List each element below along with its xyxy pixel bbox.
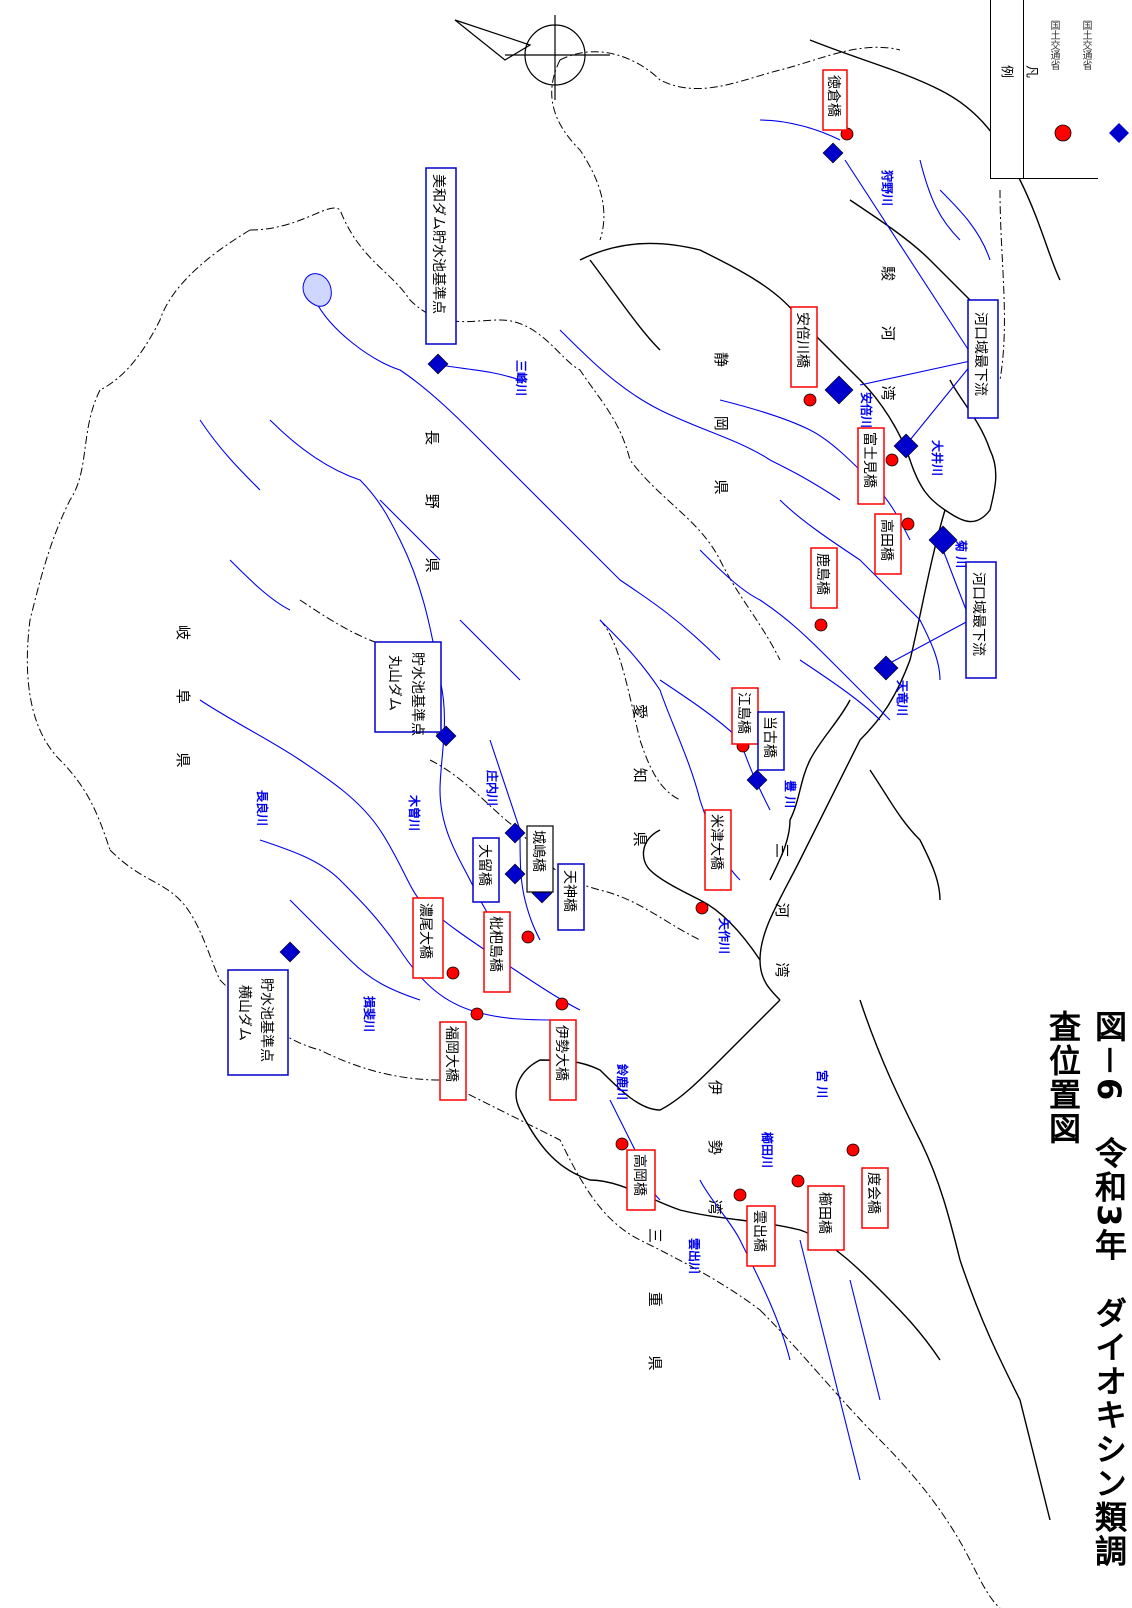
svg-text:雲出橋: 雲出橋 [751,1210,767,1252]
legend: 凡 例 国土交通省 [990,0,1129,179]
river-kano: 狩野川 [880,170,895,206]
river-suzuka: 鈴鹿川 [615,1064,630,1100]
station-kushida: 櫛田橋 [807,1185,845,1251]
blue-diamond-markers [279,142,958,963]
legend-diamond-icon [1109,123,1129,143]
svg-text:安倍川橋: 安倍川橋 [794,312,810,368]
station-odome: 大留橋 [472,837,500,903]
river-abe: 安倍川 [859,392,874,428]
svg-text:鹿島橋: 鹿島橋 [814,553,831,595]
station-takada: 高田橋 [874,513,902,575]
station-yokoyama-dam: 横山ダム 貯水池基準点 [227,969,289,1076]
coastline [515,39,1061,1521]
river-shonai: 庄内川 [485,770,500,806]
bay-ise: 伊 勢 湾 [706,1080,724,1235]
pref-shizuoka: 静 岡 県 [712,352,730,517]
svg-text:美和ダム貯水池基準点: 美和ダム貯水池基準点 [430,174,447,314]
station-nobi: 濃尾大橋 [412,897,444,979]
legend-title-cell: 凡 例 [991,0,1039,178]
river-yahagi: 矢作川 [717,918,732,954]
svg-text:城嶋橋: 城嶋橋 [530,830,546,872]
figure-title: 図－6 令和3年 ダイオキシン類調査位置図 [1044,1010,1128,1569]
legend-item-1-visible: 国土交通省 [1048,20,1059,70]
station-toko: 当古橋 [757,711,785,771]
river-mine: 三峰川 [514,360,529,396]
station-miwa-dam: 美和ダム貯水池基準点 [425,167,457,345]
svg-text:天神橋: 天神橋 [561,870,577,912]
svg-text:米津大橋: 米津大橋 [708,814,724,870]
river-unsyutsu: 雲出川 [687,1238,702,1274]
pref-nagano: 長 野 県 [423,430,441,595]
miwa-reservoir [302,273,332,307]
station-takaoka: 高岡橋 [626,1149,656,1211]
legend-symbols [1054,123,1129,143]
legend-item-2: 国土交通省 [1080,20,1091,70]
station-watarai: 度会橋 [861,1167,889,1229]
river-kiso: 木曽川 [407,794,422,831]
river-tenryu: 天竜川 [895,680,910,716]
pointer-arrows [844,159,976,664]
station-kakou-upper: 河口域最下流 [967,299,999,419]
pref-gifu: 岐 阜 県 [174,625,192,790]
red-circle-markers [446,127,915,1202]
svg-text:貯水池基準点: 貯水池基準点 [409,652,426,736]
river-toyo: 豊 川 [783,780,798,808]
station-kumozu: 雲出橋 [746,1205,776,1267]
north-arrow-icon [454,15,610,100]
pref-mie: 三 重 県 [646,1228,664,1393]
station-fujimi: 富士見橋 [857,427,885,505]
rivers [199,119,991,1481]
station-ejima: 江島橋 [731,687,759,745]
station-biwajima: 枇杷島橋 [483,911,511,993]
legend-circle-icon [1054,124,1072,142]
bay-suruga: 駿 河 湾 [879,266,897,421]
pref-aichi: 愛 知 県 [631,704,649,869]
svg-text:河口域最下流: 河口域最下流 [972,312,988,396]
svg-text:河口域最下流: 河口域最下流 [970,572,986,656]
map-canvas: 徳倉橋 美和ダム貯水池基準点 安倍川橋 富士見橋 高田橋 鹿島橋 [26,15,1061,1608]
svg-text:大留橋: 大留橋 [476,844,492,886]
bay-mikawa: 三 河 湾 [773,843,791,998]
svg-text:貯水池基準点: 貯水池基準点 [258,978,275,1062]
station-kakou-lower: 河口域最下流 [965,561,997,679]
station-fukuoka: 福岡大橋 [439,1021,467,1101]
river-oi: 大井川 [930,440,945,476]
svg-text:櫛田橋: 櫛田橋 [816,1192,833,1234]
svg-text:福岡大橋: 福岡大橋 [443,1026,459,1082]
svg-text:枇杷島橋: 枇杷島橋 [487,916,503,972]
station-tenjin: 天神橋 [557,863,585,931]
station-kashima: 鹿島橋 [810,547,838,609]
svg-text:丸山ダム: 丸山ダム [386,655,402,711]
station-ise: 伊勢大橋 [549,1019,577,1101]
river-nagara: 長良川 [255,790,270,826]
river-kiku: 菊 川 [954,539,969,568]
station-maruyama-dam: 丸山ダム 貯水池基準点 [374,641,442,736]
svg-text:度会橋: 度会橋 [865,1172,881,1214]
station-yonezu: 米津大橋 [704,809,732,891]
svg-text:横山ダム: 横山ダム [236,985,252,1041]
river-kushida-r: 櫛田川 [760,1132,775,1168]
station-tokura: 徳倉橋 [822,69,848,131]
svg-text:江島橋: 江島橋 [735,692,751,734]
svg-text:高田橋: 高田橋 [878,519,895,561]
svg-text:伊勢大橋: 伊勢大橋 [553,1025,569,1081]
station-abekawa: 安倍川橋 [790,306,818,388]
svg-text:徳倉橋: 徳倉橋 [825,75,841,117]
svg-text:高岡橋: 高岡橋 [631,1154,648,1196]
svg-text:濃尾大橋: 濃尾大橋 [417,903,433,959]
river-miya: 宮 川 [815,1070,830,1098]
svg-text:当古橋: 当古橋 [761,716,777,758]
river-ibi: 揖斐川 [362,996,377,1032]
station-shiroyashiki: 城嶋橋 [526,825,554,893]
svg-text:富士見橋: 富士見橋 [861,432,878,488]
